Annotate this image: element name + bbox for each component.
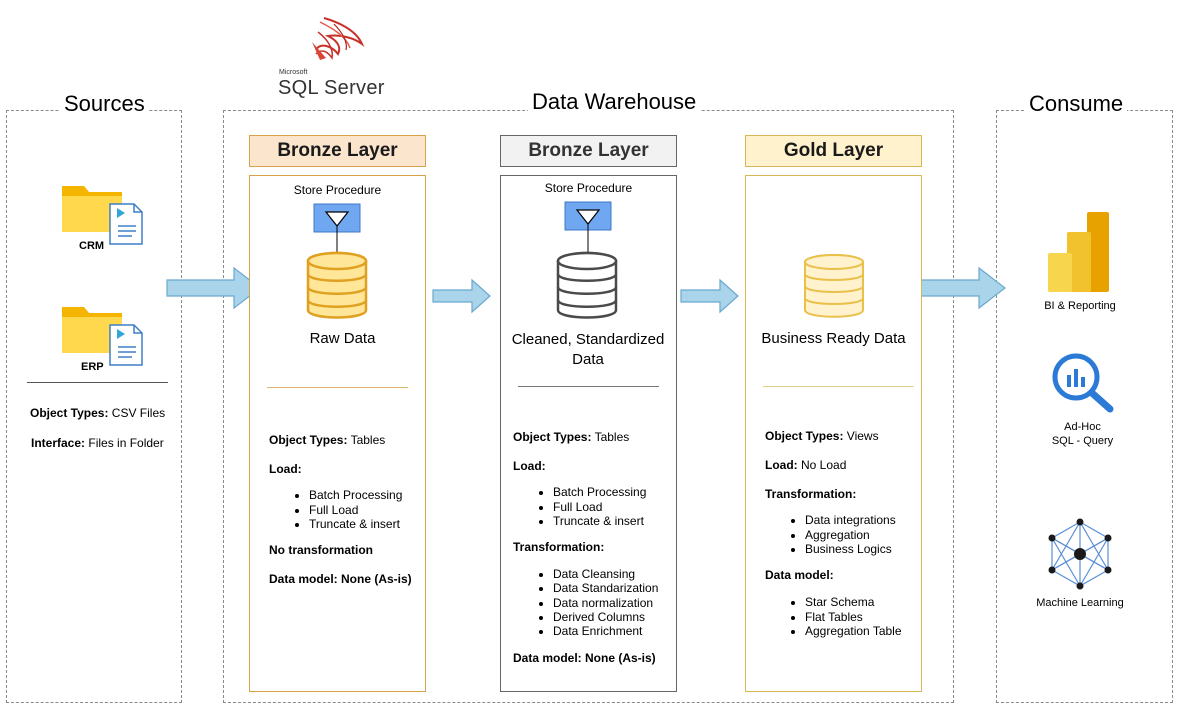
interface-label: Interface: [31, 436, 86, 450]
interface-value: Files in Folder [85, 436, 164, 450]
consume-title: Consume [1025, 91, 1128, 117]
list-item: Batch Processing [309, 488, 402, 503]
silver-load-label: Load: [513, 459, 546, 473]
object-types-label: Object Types: [269, 433, 348, 447]
folder-file-icon [62, 186, 143, 245]
list-item: Truncate & insert [553, 514, 646, 529]
gold-data-model-label: Data model: [765, 568, 834, 582]
sources-divider [27, 382, 168, 383]
gold-layer-header: Gold Layer [745, 135, 922, 167]
sql-server-logo: Microsoft SQL Server [276, 14, 386, 100]
folder-file-icon [62, 307, 143, 366]
sources-title: Sources [60, 91, 149, 117]
gold-object-types: Object Types: Views [765, 429, 879, 443]
bi-reporting-label: BI & Reporting [1044, 300, 1116, 312]
crm-folder [62, 182, 144, 246]
list-item: Star Schema [805, 595, 902, 610]
sql-server-logo-icon [312, 17, 365, 60]
machine-learning-icon [1048, 518, 1112, 590]
bronze-procedure-icon [313, 203, 361, 270]
object-types-value: Tables [591, 430, 630, 444]
sql-query-icon [1052, 353, 1114, 413]
flow-arrow-silver-to-gold [680, 278, 739, 314]
power-bi-icon [1048, 212, 1109, 292]
list-item: Data Enrichment [553, 624, 658, 638]
bronze-divider [267, 387, 408, 388]
object-types-value: Views [843, 429, 879, 443]
sources-object-types: Object Types: CSV Files [30, 406, 165, 420]
object-types-label: Object Types: [513, 430, 592, 444]
bronze-database-icon [306, 251, 368, 319]
flow-arrow-gold-to-consume [911, 266, 1006, 310]
object-types-value: CSV Files [108, 406, 166, 420]
flow-arrow-bronze-to-silver [432, 278, 491, 314]
silver-procedure-icon [564, 201, 612, 268]
list-item: Data normalization [553, 596, 658, 610]
silver-layer-header: Bronze Layer [500, 135, 677, 167]
list-item: Derived Columns [553, 610, 658, 624]
bronze-load-list: Batch Processing Full Load Truncate & in… [269, 488, 402, 532]
gold-divider [763, 386, 914, 387]
list-item: Business Logics [805, 542, 896, 557]
erp-folder [62, 303, 144, 367]
list-item: Truncate & insert [309, 517, 402, 532]
list-item: Full Load [309, 503, 402, 518]
bronze-object-types: Object Types: Tables [269, 433, 385, 447]
silver-transformation-label: Transformation: [513, 540, 605, 554]
sql-query-label: SQL - Query [1051, 435, 1114, 447]
gold-data-model-list: Star Schema Flat Tables Aggregation Tabl… [765, 595, 902, 639]
silver-data-model: Data model: None (As-is) [513, 651, 656, 665]
silver-load-list: Batch Processing Full Load Truncate & in… [513, 485, 646, 529]
logo-product: SQL Server [278, 77, 385, 99]
gold-database-icon [804, 254, 864, 318]
crm-label: CRM [79, 240, 105, 252]
silver-transformation-list: Data Cleansing Data Standarization Data … [513, 567, 658, 638]
adhoc-label: Ad-Hoc [1064, 421, 1101, 433]
bronze-store-procedure-label: Store Procedure [293, 183, 382, 197]
bronze-caption: Raw Data [309, 330, 376, 347]
gold-transformation-label: Transformation: [765, 487, 857, 501]
erp-label: ERP [81, 361, 104, 373]
object-types-label: Object Types: [30, 406, 109, 420]
bronze-transformation: No transformation [269, 543, 374, 557]
list-item: Data Standarization [553, 581, 658, 595]
logo-brand: Microsoft [279, 69, 308, 76]
bronze-data-model: Data model: None (As-is) [269, 572, 412, 586]
bronze-layer-header: Bronze Layer [249, 135, 426, 167]
silver-store-procedure-label: Store Procedure [544, 181, 633, 195]
list-item: Aggregation Table [805, 624, 902, 639]
list-item: Flat Tables [805, 610, 902, 625]
bronze-load-label: Load: [269, 462, 302, 476]
load-label: Load: [765, 458, 798, 472]
object-types-value: Tables [347, 433, 386, 447]
list-item: Batch Processing [553, 485, 646, 500]
list-item: Data Cleansing [553, 567, 658, 581]
gold-transformation-list: Data integrations Aggregation Business L… [765, 513, 896, 557]
list-item: Full Load [553, 500, 646, 515]
sources-interface: Interface: Files in Folder [31, 436, 164, 450]
list-item: Data integrations [805, 513, 896, 528]
machine-learning-label: Machine Learning [1036, 597, 1124, 609]
silver-caption: Cleaned, Standardized Data [511, 331, 665, 368]
silver-object-types: Object Types: Tables [513, 430, 629, 444]
gold-load: Load: No Load [765, 458, 846, 472]
list-item: Aggregation [805, 528, 896, 543]
silver-database-icon [556, 251, 618, 319]
object-types-label: Object Types: [765, 429, 844, 443]
silver-divider [518, 386, 659, 387]
gold-caption: Business Ready Data [761, 330, 906, 347]
warehouse-title: Data Warehouse [528, 89, 701, 115]
load-value: No Load [797, 458, 847, 472]
flow-arrow-sources-to-bronze [166, 266, 261, 310]
